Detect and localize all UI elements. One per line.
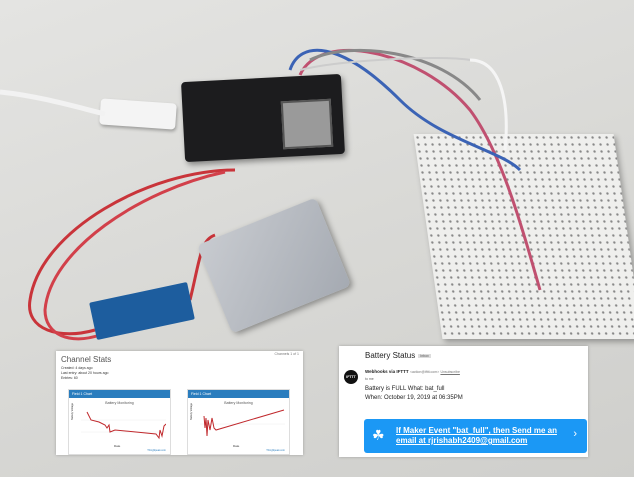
body-line-2: When: October 19, 2019 at 06:35PM <box>365 395 463 401</box>
chart-title: Battery Monitoring <box>105 401 134 405</box>
chart-ylabel: Battery Voltage <box>71 403 74 420</box>
chart-credit[interactable]: ThingSpeak.com <box>147 449 166 452</box>
entries-text: Entries: 60 <box>61 376 78 380</box>
field-chart-1: Field 1 Chart Battery Monitoring Battery… <box>68 389 171 455</box>
sender: Webhooks via IFTTT <action@ifttt.com> Un… <box>365 369 460 374</box>
esp8266-chip <box>280 98 334 150</box>
webhooks-icon: ☘ <box>372 427 385 443</box>
chart-credit[interactable]: ThingSpeak.com <box>266 449 285 452</box>
chart-xlabel: Date <box>114 444 121 448</box>
last-entry-text: Last entry: about 20 hours ago <box>61 371 109 375</box>
body-line-1: Battery is FULL What: bat_full <box>365 386 445 392</box>
chart-ylabel: Battery Voltage <box>190 403 193 420</box>
field-chart-2: Field 1 Chart Battery Monitoring Battery… <box>187 389 290 455</box>
email-body: Battery is FULL What: bat_full When: Oct… <box>365 385 463 403</box>
thingspeak-stats-panel: Channel Stats Channels 1 of 1 Created: 4… <box>56 351 303 455</box>
subject-text: Battery Status <box>365 351 416 360</box>
unsubscribe-link[interactable]: Unsubscribe <box>440 370 460 374</box>
chart-xlabel: Date <box>233 444 240 448</box>
stats-title: Channel Stats <box>61 355 112 364</box>
applet-text[interactable]: If Maker Event "bat_full", then Send me … <box>396 426 557 445</box>
chart-title: Battery Monitoring <box>224 401 253 405</box>
channels-label: Channels 1 of 1 <box>274 352 299 356</box>
chart-header: Field 1 Chart <box>69 390 170 398</box>
inbox-label[interactable]: Inbox <box>418 353 431 358</box>
created-text: Created: 4 days ago <box>61 366 93 370</box>
chart-plot-2 <box>200 409 285 437</box>
sender-name: Webhooks via IFTTT <box>365 369 409 374</box>
sender-avatar: IFTTT <box>344 370 358 384</box>
sender-email: <action@ifttt.com> <box>409 370 440 374</box>
stats-meta: Created: 4 days ago Last entry: about 20… <box>61 366 108 381</box>
chart-header: Field 1 Chart <box>188 390 289 398</box>
chevron-right-icon: › <box>573 428 577 440</box>
chart-plot-1 <box>81 411 166 440</box>
applet-button[interactable]: ☘ If Maker Event "bat_full", then Send m… <box>364 419 587 453</box>
recipient[interactable]: to me <box>365 377 374 381</box>
